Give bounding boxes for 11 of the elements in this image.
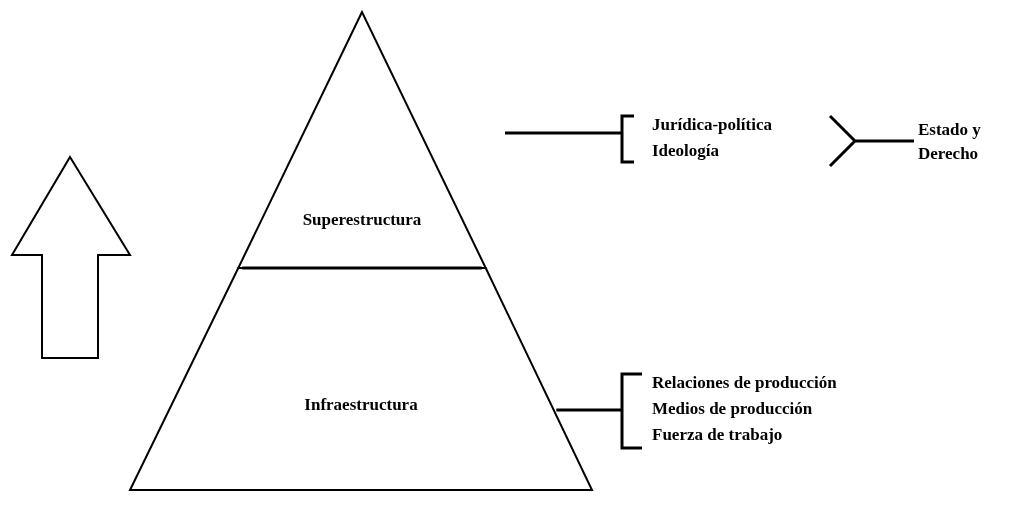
text-label: Ideología [652, 140, 721, 162]
connector-line [828, 114, 916, 168]
text-label: Infraestructura [304, 394, 418, 416]
text-label: Superestructura [302, 209, 422, 231]
text-label: Fuerza de trabajo [652, 424, 784, 446]
connector-line [556, 408, 622, 412]
text-label: Estado y Derecho [918, 119, 982, 165]
connector-line [505, 131, 622, 135]
text-label: Medios de producción [652, 398, 814, 420]
text-label: Jurídica-política [652, 114, 773, 136]
text-label: Relaciones de producción [652, 372, 838, 394]
